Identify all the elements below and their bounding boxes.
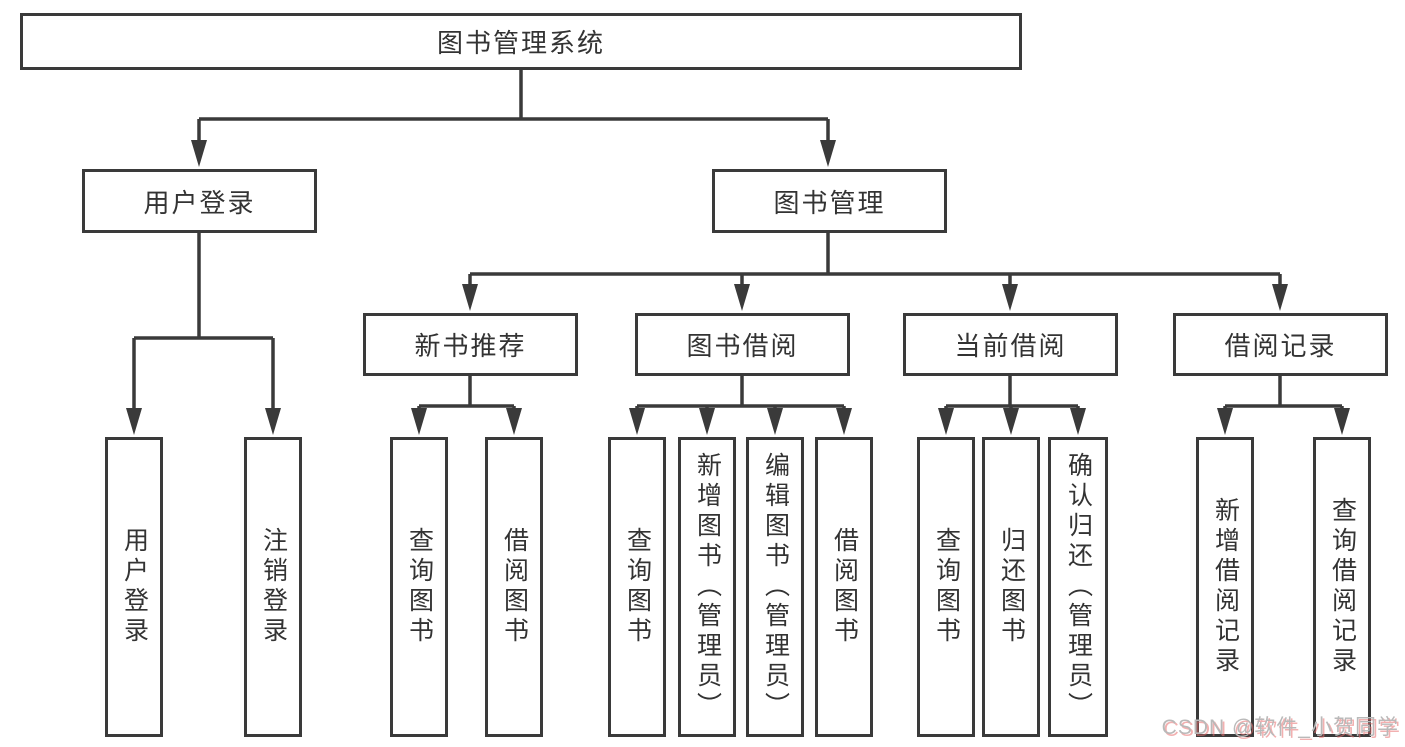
node-book-management: 图书管理 (712, 169, 947, 233)
node-current-borrowing: 当前借阅 (903, 313, 1118, 376)
leaf-borrow-books: 借阅图书 (815, 437, 873, 737)
arrowhead (1334, 408, 1350, 435)
leaf-user-login: 用户登录 (105, 437, 163, 737)
connector-book-mgmt-to-level3 (468, 233, 1282, 288)
connector-borrow-records-to-leaves (1223, 376, 1344, 412)
connector-user-login-to-leaves (132, 233, 275, 412)
arrowhead (699, 408, 715, 435)
arrowhead (265, 408, 281, 435)
leaf-label: 查询图书 (932, 527, 961, 647)
leaf-logout: 注销登录 (244, 437, 302, 737)
arrowhead (126, 408, 142, 435)
connector-book-borrow-to-leaves (635, 376, 846, 412)
leaf-label: 编辑图书（管理员） (761, 452, 790, 722)
arrowhead (462, 284, 478, 311)
leaf-edit-books-admin: 编辑图书（管理员） (746, 437, 804, 737)
node-label: 借阅记录 (1224, 331, 1337, 361)
leaf-label: 归还图书 (997, 527, 1026, 647)
leaf-label: 查询借阅记录 (1328, 497, 1357, 677)
connector-current-borrow-to-leaves (944, 376, 1080, 412)
leaf-query-books-current: 查询图书 (917, 437, 975, 737)
arrowhead (820, 140, 836, 167)
leaf-return-books: 归还图书 (982, 437, 1040, 737)
arrowhead (506, 408, 522, 435)
arrowhead (1217, 408, 1233, 435)
arrowhead (938, 408, 954, 435)
arrowhead (734, 284, 750, 311)
node-label: 用户登录 (143, 187, 256, 218)
leaf-query-borrow-record: 查询借阅记录 (1313, 437, 1371, 737)
leaf-label: 注销登录 (259, 527, 288, 647)
leaf-add-books-admin: 新增图书（管理员） (678, 437, 736, 737)
node-root-system: 图书管理系统 (20, 13, 1022, 70)
arrowhead (767, 408, 783, 435)
node-user-login: 用户登录 (82, 169, 317, 233)
leaf-query-books-recommend: 查询图书 (390, 437, 448, 737)
arrowhead (1272, 284, 1288, 311)
leaf-borrow-books-recommend: 借阅图书 (485, 437, 543, 737)
connector-root-to-level2 (197, 69, 830, 144)
node-label: 新书推荐 (414, 331, 527, 361)
arrowhead (411, 408, 427, 435)
leaf-label: 查询图书 (623, 527, 652, 647)
node-label: 当前借阅 (954, 331, 1067, 361)
node-label: 图书管理 (773, 187, 886, 218)
node-label: 图书借阅 (686, 331, 799, 361)
leaf-query-books-borrowing: 查询图书 (608, 437, 666, 737)
leaf-label: 借阅图书 (830, 527, 859, 647)
arrowhead (836, 408, 852, 435)
leaf-label: 新增图书（管理员） (693, 452, 722, 722)
leaf-label: 确认归还（管理员） (1064, 452, 1093, 722)
arrowheads (126, 140, 1350, 435)
leaf-label: 新增借阅记录 (1211, 497, 1240, 677)
leaf-label: 借阅图书 (500, 527, 529, 647)
arrowhead (1002, 284, 1018, 311)
leaf-label: 查询图书 (405, 527, 434, 647)
arrowhead (191, 140, 207, 167)
arrowhead (1003, 408, 1019, 435)
node-new-book-recommend: 新书推荐 (363, 313, 578, 376)
node-borrow-records: 借阅记录 (1173, 313, 1388, 376)
node-book-borrowing: 图书借阅 (635, 313, 850, 376)
leaf-label: 用户登录 (120, 527, 149, 647)
leaf-confirm-return-admin: 确认归还（管理员） (1048, 437, 1108, 737)
arrowhead (1070, 408, 1086, 435)
node-label: 图书管理系统 (436, 28, 605, 58)
connector-new-books-to-leaves (417, 376, 516, 412)
leaf-add-borrow-record: 新增借阅记录 (1196, 437, 1254, 737)
arrowhead (629, 408, 645, 435)
csdn-watermark: CSDN @软件_小贺同学 (1161, 716, 1399, 739)
